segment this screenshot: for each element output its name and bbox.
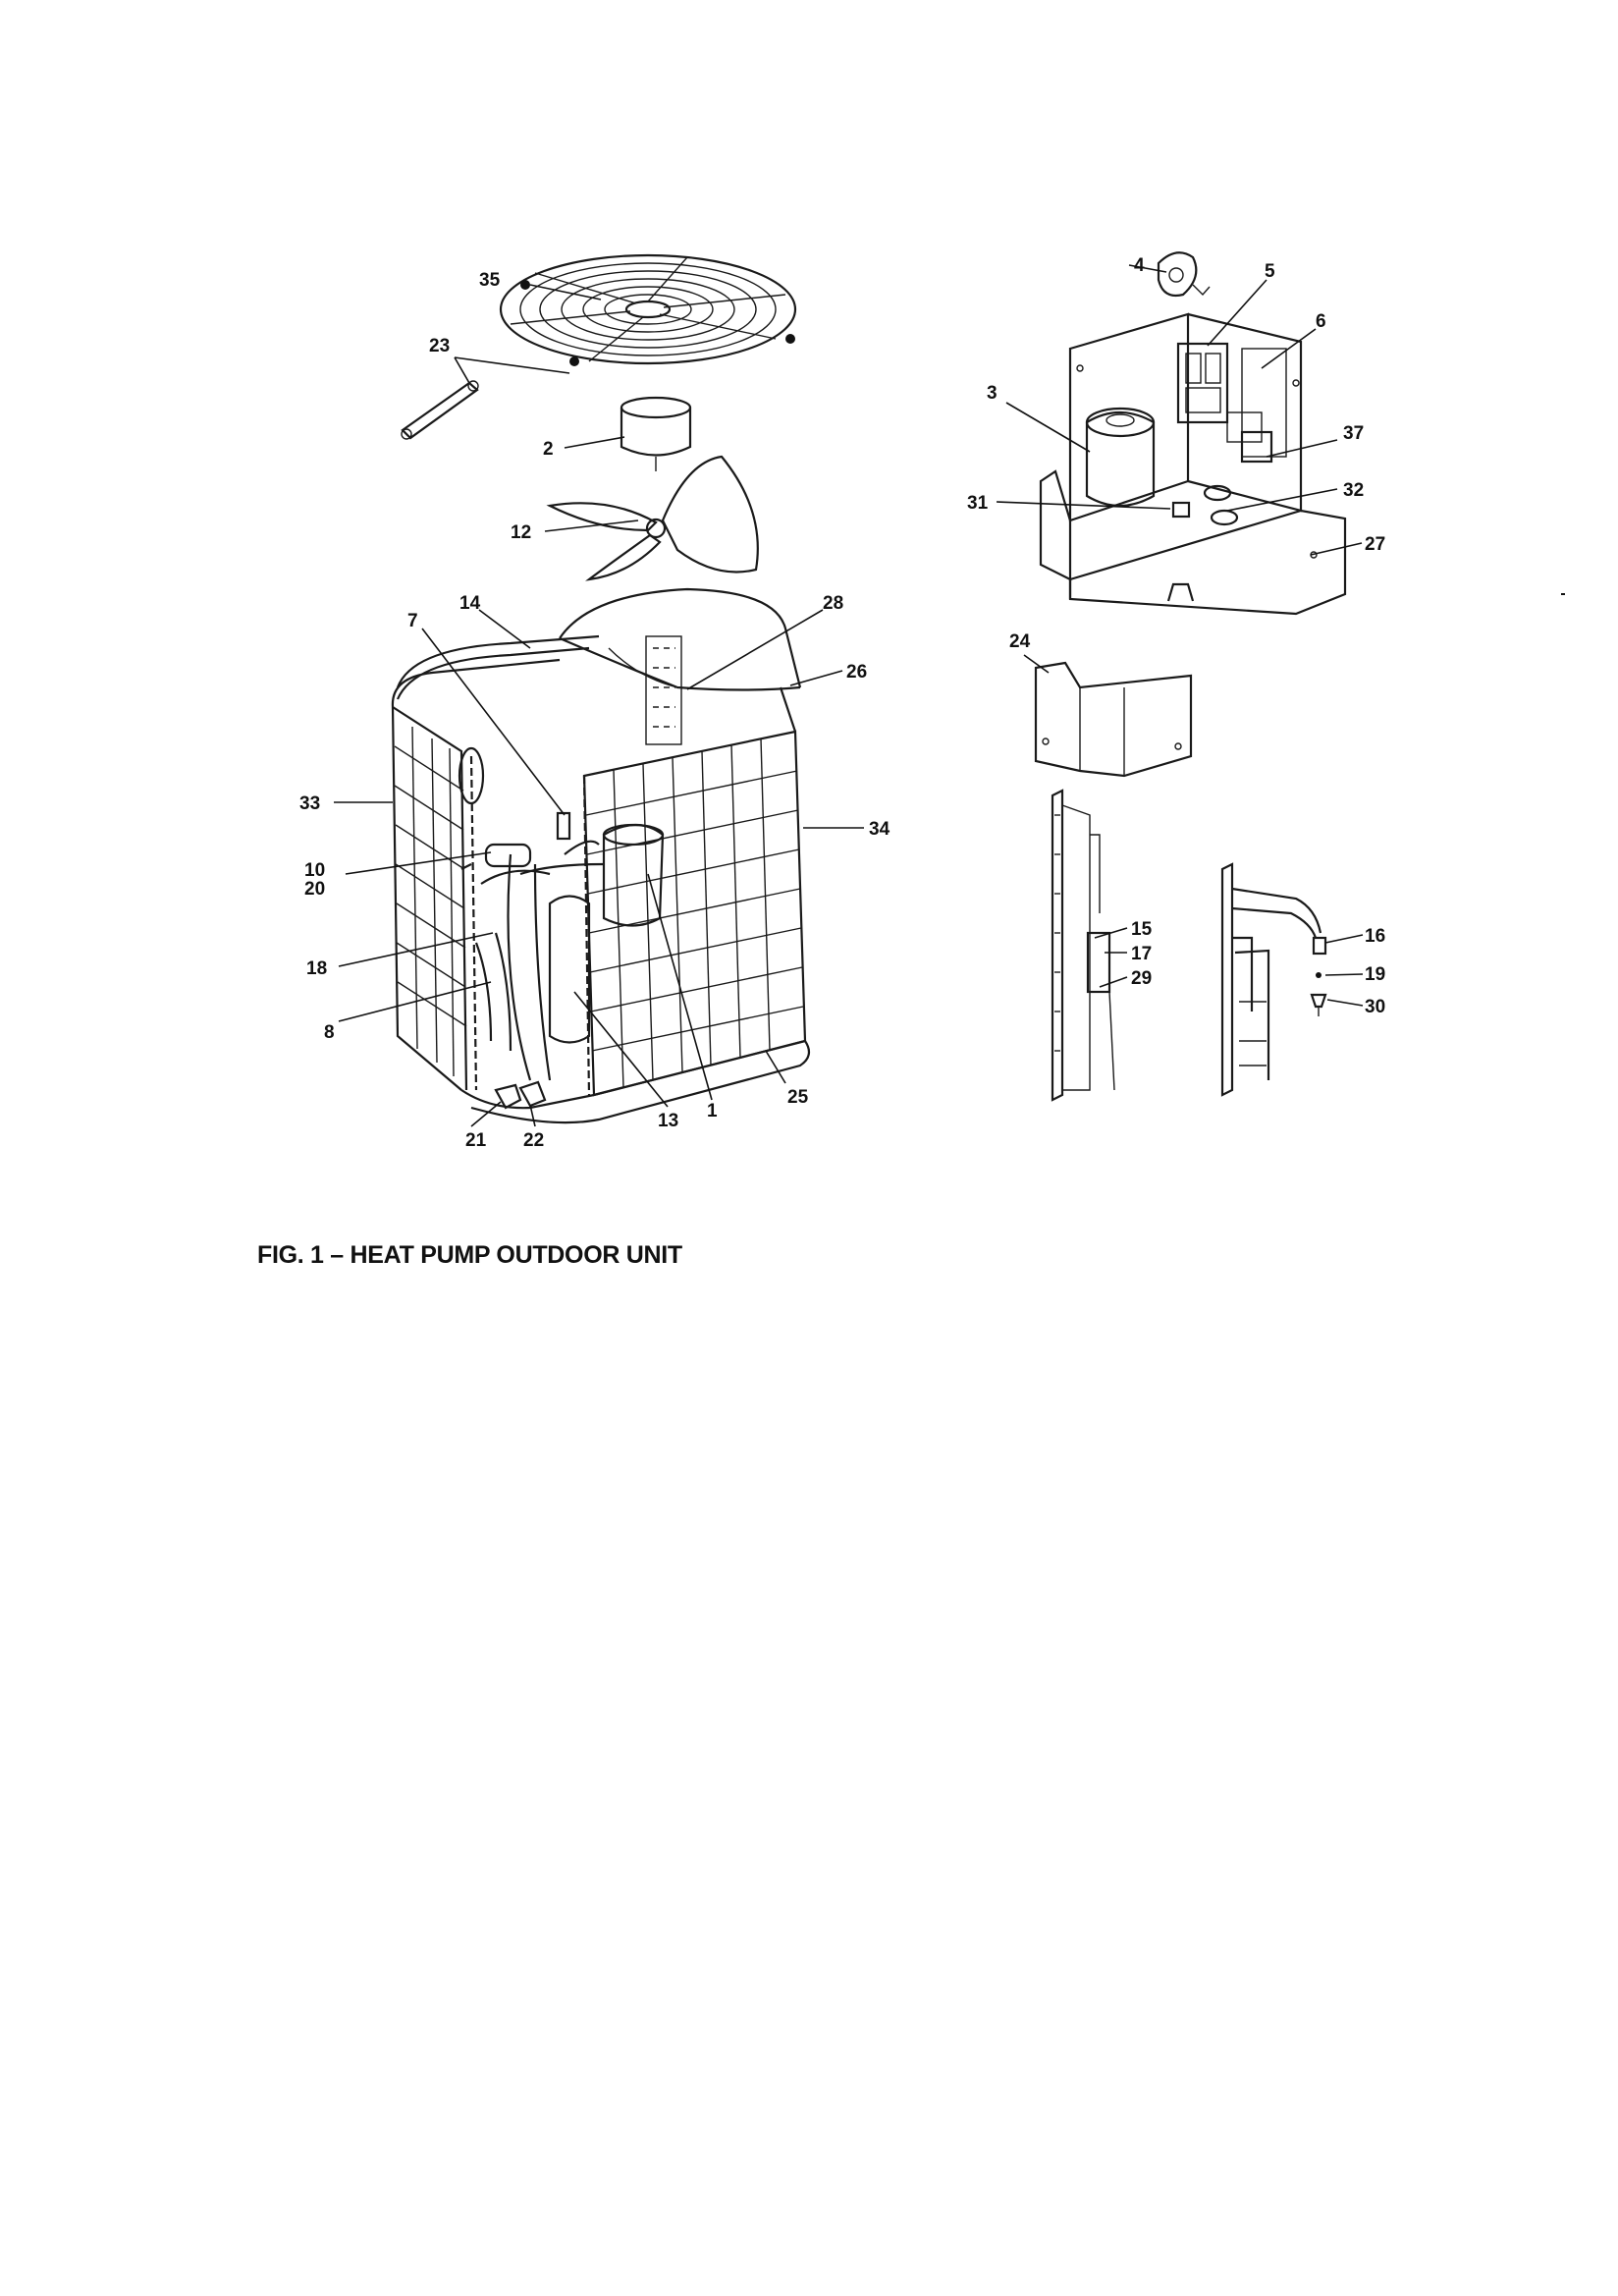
callout-3: 3 [987, 383, 998, 404]
callout-34: 34 [869, 819, 890, 840]
callout-10: 10 [304, 860, 325, 881]
fan-motor [620, 396, 692, 471]
callout-37: 37 [1343, 423, 1364, 444]
callout-32: 32 [1343, 480, 1364, 501]
figure-caption: FIG. 1 – HEAT PUMP OUTDOOR UNIT [257, 1241, 682, 1269]
coil-with-tubing [1220, 862, 1327, 1097]
top-cover-and-cabinet [391, 587, 811, 1124]
callout-23: 23 [429, 336, 450, 356]
callout-15: 15 [1131, 919, 1153, 940]
callout-22: 22 [523, 1130, 544, 1151]
callout-33: 33 [299, 793, 320, 814]
coil-side-view [1051, 789, 1115, 1102]
fan-guard [499, 253, 797, 366]
callout-24: 24 [1009, 631, 1031, 652]
callout-26: 26 [846, 662, 867, 683]
callout-19: 19 [1365, 964, 1385, 985]
motor-mount-bracket [401, 380, 479, 440]
callout-35: 35 [479, 270, 501, 291]
callout-1: 1 [707, 1101, 718, 1121]
callout-5: 5 [1265, 261, 1275, 282]
callout-16: 16 [1365, 926, 1385, 947]
callout-27: 27 [1365, 534, 1385, 555]
leader-lines [334, 264, 1364, 1127]
callout-17: 17 [1131, 944, 1152, 964]
callout-4: 4 [1134, 255, 1145, 276]
callout-numbers: 35 23 2 12 14 7 28 26 33 34 10 20 18 8 1… [299, 255, 1385, 1151]
callout-18: 18 [306, 958, 327, 979]
callout-2: 2 [543, 439, 554, 460]
callout-28: 28 [823, 593, 843, 614]
callout-20: 20 [304, 879, 325, 900]
access-panel [1034, 661, 1193, 778]
control-box [1039, 251, 1347, 616]
callout-30: 30 [1365, 997, 1385, 1017]
callout-13: 13 [658, 1111, 678, 1131]
callout-31: 31 [967, 493, 989, 514]
callout-29: 29 [1131, 968, 1152, 989]
callout-6: 6 [1316, 311, 1326, 332]
callout-21: 21 [465, 1130, 487, 1151]
callout-14: 14 [459, 593, 481, 614]
fan-blade [546, 455, 759, 581]
callout-8: 8 [324, 1022, 335, 1043]
callout-7: 7 [407, 611, 418, 631]
callout-12: 12 [511, 522, 531, 543]
compressor-and-accumulator [458, 746, 665, 1110]
callout-25: 25 [787, 1087, 809, 1108]
